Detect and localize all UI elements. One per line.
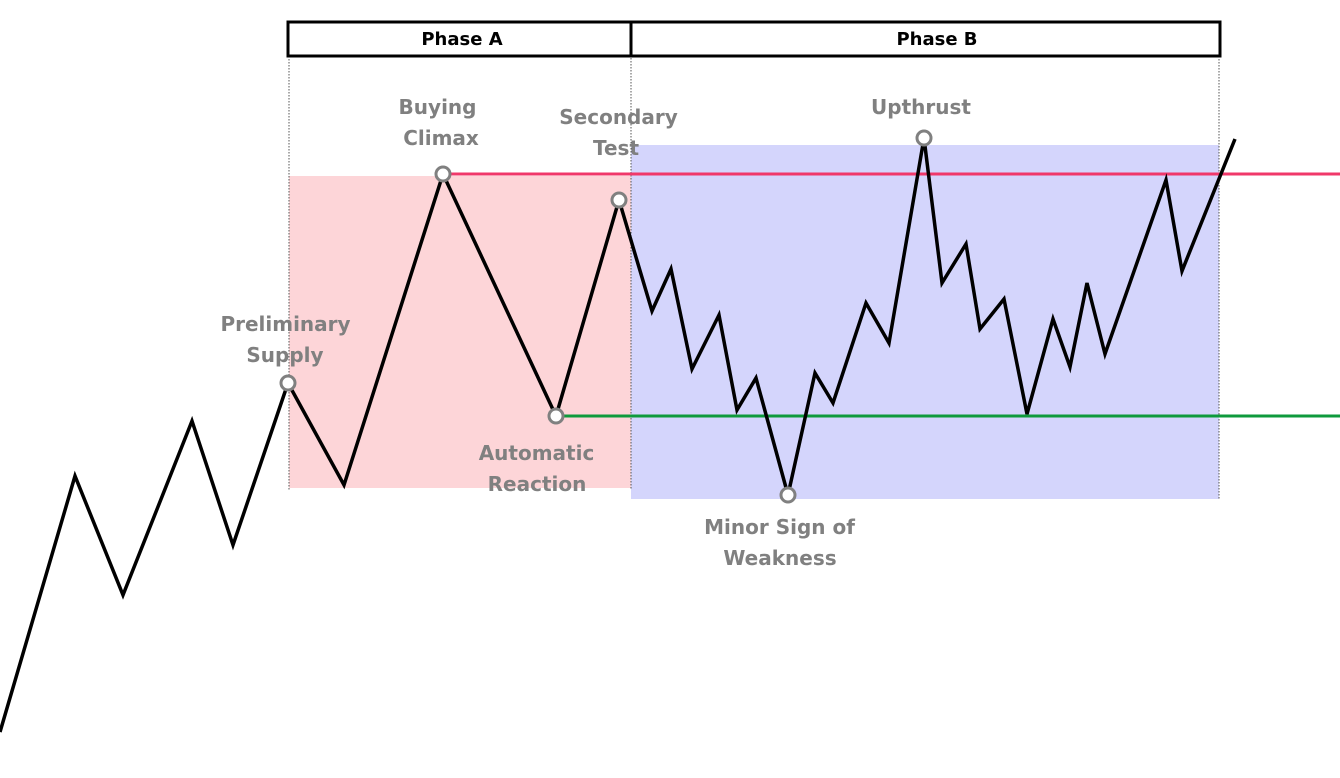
automatic-reaction-marker <box>547 407 565 425</box>
secondary-test-marker <box>610 191 628 209</box>
upthrust-label: Upthrust <box>871 95 971 119</box>
minor-sign-of-weakness-marker <box>779 486 797 504</box>
preliminary-supply-label: Preliminary Supply <box>220 312 357 367</box>
phase-b-region <box>631 145 1219 499</box>
event-markers <box>279 129 933 504</box>
phase-a-region <box>289 176 631 488</box>
price-line <box>0 137 1237 733</box>
phase-a-label: Phase A <box>421 29 502 50</box>
phase-header: Phase A Phase B <box>286 20 1222 58</box>
upthrust-marker <box>915 129 933 147</box>
buying-climax-label: Buying Climax <box>399 95 484 150</box>
phase-b-label: Phase B <box>896 29 977 50</box>
buying-climax-marker <box>434 165 452 183</box>
phase-b-header-box <box>629 20 1222 58</box>
minor-sign-of-weakness-label: Minor Sign of Weakness <box>704 515 862 570</box>
secondary-test-label: Secondary Test <box>559 105 684 160</box>
preliminary-supply-marker <box>279 374 297 392</box>
automatic-reaction-label: Automatic Reaction <box>479 441 602 496</box>
